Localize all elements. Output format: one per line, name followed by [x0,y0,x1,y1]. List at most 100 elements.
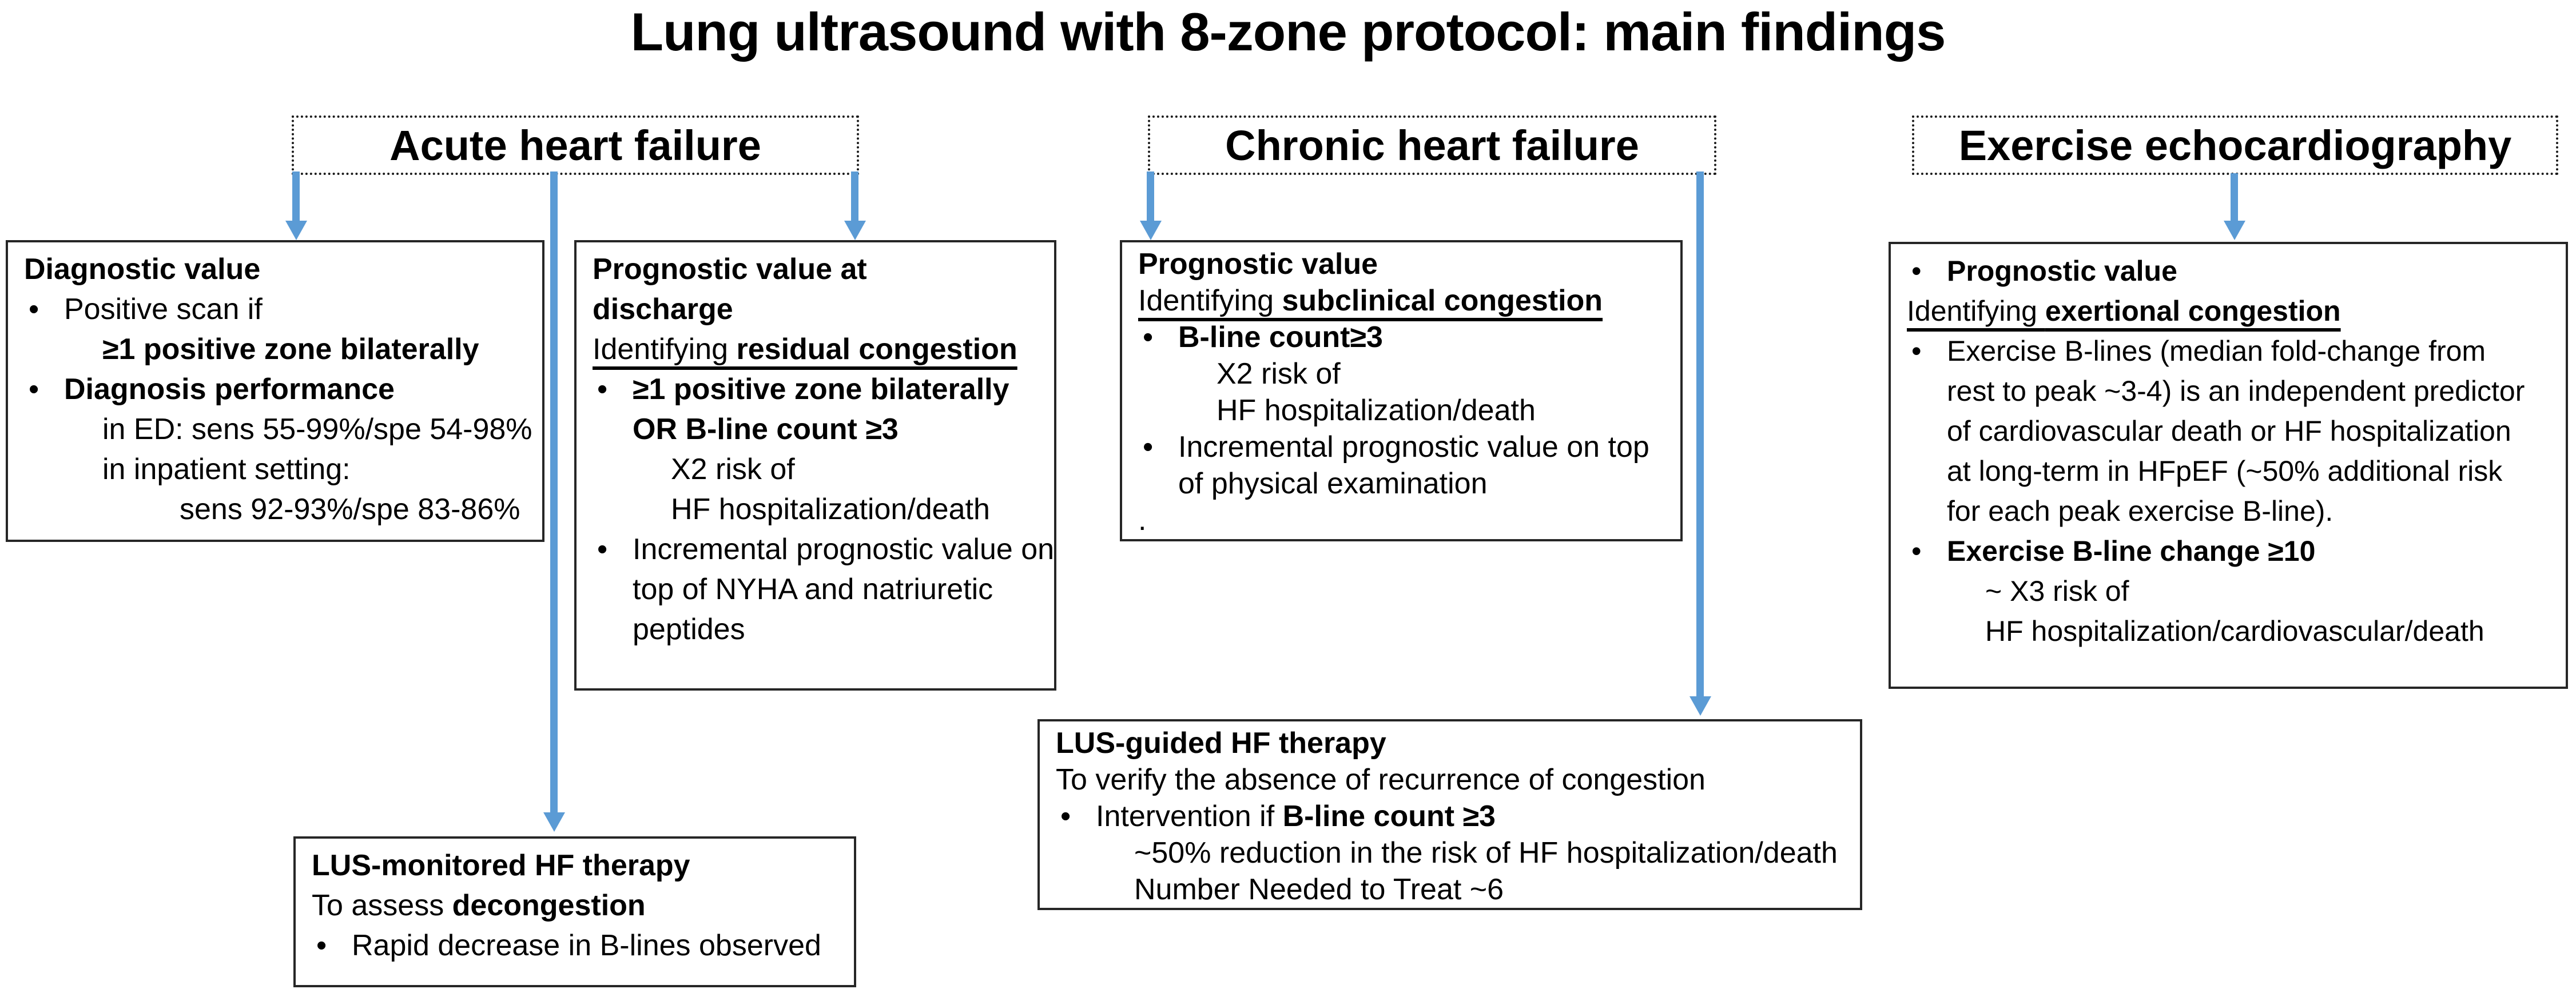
text-segment: Prognostic value [1947,255,2177,287]
text-line: peptides [577,609,1054,649]
text-line: To assess decongestion [296,886,854,926]
text-line: at long-term in HFpEF (~50% additional r… [1891,451,2566,491]
text-line: discharge [577,289,1054,329]
text-line: rest to peak ~3-4) is an independent pre… [1891,371,2566,411]
text-segment: in inpatient setting: [102,453,351,486]
header-label: Acute heart failure [389,121,761,169]
text-segment: Incremental prognostic value on [633,533,1055,566]
text-segment: Identifying [1138,284,1282,317]
text-segment: ≥1 positive zone bilaterally [102,333,479,366]
text-line: Identifying exertional congestion [1891,291,2566,331]
text-line: . [1122,502,1680,539]
text-segment: To verify the absence of recurrence of c… [1056,763,1706,796]
text-segment: Exercise B-lines (median fold-change fro… [1947,335,2486,367]
text-line: HF hospitalization/death [577,489,1054,529]
text-line: To verify the absence of recurrence of c… [1040,761,1860,798]
header-label: Exercise echocardiography [1958,121,2512,169]
text-line: • Exercise B-lines (median fold-change fr… [1891,331,2566,371]
text-line: sens 92-93%/spe 83-86% [8,489,542,529]
text-segment: HF hospitalization/death [671,493,990,526]
text-line: ~ X3 risk of [1891,571,2566,611]
text-segment: Diagnostic value [24,253,261,286]
text-line: of cardiovascular death or HF hospitaliz… [1891,411,2566,451]
bullet-marker: • [1911,335,1922,367]
text-line: in ED: sens 55-99%/spe 54-98% [8,409,542,449]
text-segment: Positive scan if [64,293,263,326]
text-line: top of NYHA and natriuretic [577,569,1054,609]
header-chronic-heart-failure: Chronic heart failure [1148,115,1716,175]
text-line: X2 risk of [1122,356,1680,392]
bullet-marker: • [1911,535,1922,567]
header-label: Chronic heart failure [1225,121,1639,169]
text-segment: of cardiovascular death or HF hospitaliz… [1947,415,2511,447]
text-segment: exertional congestion [2045,295,2341,327]
text-line: in inpatient setting: [8,449,542,489]
bullet-marker: • [597,533,608,566]
text-segment: sens 92-93%/spe 83-86% [180,493,520,526]
text-segment: Incremental prognostic value on top [1178,430,1649,464]
text-line: •B-line count≥3 [1122,319,1680,356]
text-segment: Diagnosis performance [64,373,395,406]
text-segment: Exercise B-line change ≥10 [1947,535,2316,567]
text-line: • Exercise B-line change ≥10 [1891,531,2566,571]
text-line: HF hospitalization/cardiovascular/death [1891,611,2566,651]
text-segment: in ED: sens 55-99%/spe 54-98% [102,413,532,446]
text-segment: B-line count ≥3 [1282,800,1496,833]
text-segment: ≥1 positive zone bilaterally [633,373,1009,406]
bullet-marker: • [29,373,39,406]
box-lus-monitored-hf-therapy: LUS-monitored HF therapy To assess decong… [293,836,856,987]
text-line: • Incremental prognostic value on [577,529,1054,569]
bullet-marker: • [316,929,327,962]
text-segment: of physical examination [1178,467,1488,500]
text-segment: ~ X3 risk of [1985,575,2129,607]
text-segment: OR B-line count ≥3 [633,413,899,446]
box-diagnostic-value: Diagnostic value • Positive scan if ≥1 posi… [6,240,544,542]
text-segment: X2 risk of [1217,357,1341,390]
text-line: X2 risk of [577,449,1054,489]
text-segment: To assess [312,889,452,922]
text-segment: decongestion [452,889,646,922]
text-line: Prognostic value at [577,249,1054,289]
text-segment: peptides [633,613,745,646]
text-segment: at long-term in HFpEF (~50% additional r… [1947,455,2503,487]
text-line: ~50% reduction in the risk of HF hospita… [1040,835,1860,871]
text-line: Identifying residual congestion [577,329,1054,369]
text-line: • Positive scan if [8,289,542,329]
text-segment: Rapid decrease in B-lines observed [352,929,821,962]
bullet-marker: • [1143,430,1154,464]
header-acute-heart-failure: Acute heart failure [292,115,859,175]
text-segment: Prognostic value at [593,253,867,286]
bullet-marker: • [29,293,39,326]
text-line: • Incremental prognostic value on top [1122,429,1680,465]
text-segment: HF hospitalization/cardiovascular/death [1985,615,2484,647]
text-line: •Intervention if B-line count ≥3 [1040,798,1860,835]
text-segment: Number Needed to Treat ~6 [1134,873,1504,906]
text-segment: B-line count≥3 [1178,321,1383,354]
text-line: Prognostic value [1122,246,1680,282]
text-line: •Prognostic value [1891,251,2566,291]
text-segment: top of NYHA and natriuretic [633,573,993,606]
bullet-marker: • [597,373,608,406]
text-segment: subclinical congestion [1282,284,1603,317]
text-segment: LUS-guided HF therapy [1056,727,1386,760]
text-line: ≥1 positive zone bilaterally [8,329,542,369]
text-segment: X2 risk of [671,453,795,486]
text-line: of physical examination [1122,465,1680,502]
text-segment: HF hospitalization/death [1217,394,1536,427]
text-line: LUS-monitored HF therapy [296,846,854,886]
text-line: for each peak exercise B-line). [1891,491,2566,531]
page-title: Lung ultrasound with 8-zone protocol: ma… [630,2,1946,62]
text-segment: LUS-monitored HF therapy [312,849,690,882]
bullet-marker: • [1060,800,1071,833]
text-line: • Diagnosis performance [8,369,542,409]
text-segment: Identifying [1907,295,2045,327]
text-line: Number Needed to Treat ~6 [1040,871,1860,908]
text-line: HF hospitalization/death [1122,392,1680,429]
text-line: OR B-line count ≥3 [577,409,1054,449]
text-segment: discharge [593,293,733,326]
